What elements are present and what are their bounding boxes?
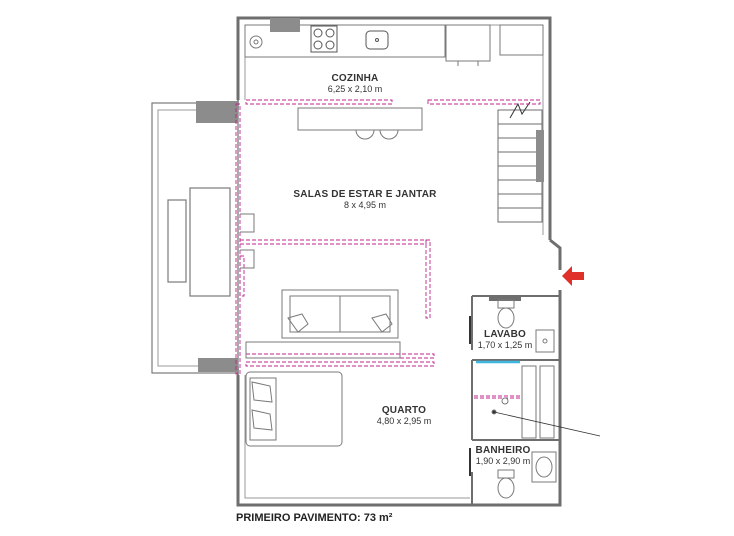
kitchen-counter (244, 18, 446, 58)
room-label-quarto: QUARTO 4,80 x 2,95 m (356, 405, 452, 426)
wet-rooms (471, 295, 560, 505)
dining-chairs (240, 213, 255, 269)
room-dims: 8 x 4,95 m (343, 199, 387, 210)
room-dims: 1,90 x 2,90 m (475, 455, 531, 466)
room-dims: 1,70 x 1,25 m (477, 339, 533, 350)
stairs-icon (497, 101, 544, 223)
bath-sink (531, 451, 557, 483)
column-bottom (198, 358, 238, 372)
cooktop-icon (310, 25, 338, 53)
lavabo-sink (535, 329, 555, 353)
room-dims: 4,80 x 2,95 m (376, 415, 432, 426)
column-top (196, 101, 238, 123)
room-name: BANHEIRO (475, 445, 531, 456)
room-label-cozinha: COZINHA 6,25 x 2,10 m (290, 73, 420, 94)
room-label-lavabo: LAVABO 1,70 x 1,25 m (474, 329, 536, 350)
callout-line (493, 411, 601, 437)
entry-arrow-icon (562, 266, 584, 286)
beam-lines (235, 99, 541, 399)
sofa-icon (281, 289, 399, 339)
toilet-icon (497, 299, 515, 499)
room-name: LAVABO (484, 329, 526, 340)
balcony (151, 102, 239, 374)
bed-icon (245, 371, 343, 447)
room-label-banheiro: BANHEIRO 1,90 x 2,90 m (472, 445, 534, 466)
kitchen-island (297, 107, 423, 140)
sink-icon (365, 30, 389, 50)
tv-console (245, 341, 401, 359)
fridge (445, 24, 544, 66)
room-label-salas: SALAS DE ESTAR E JANTAR 8 x 4,95 m (282, 189, 448, 210)
shower-area (491, 365, 555, 439)
room-name: QUARTO (381, 405, 427, 416)
room-dims: 6,25 x 2,10 m (327, 83, 383, 94)
room-name: COZINHA (331, 73, 379, 84)
room-name: SALAS DE ESTAR E JANTAR (293, 189, 437, 200)
plan-caption: PRIMEIRO PAVIMENTO: 73 m² (236, 512, 393, 524)
